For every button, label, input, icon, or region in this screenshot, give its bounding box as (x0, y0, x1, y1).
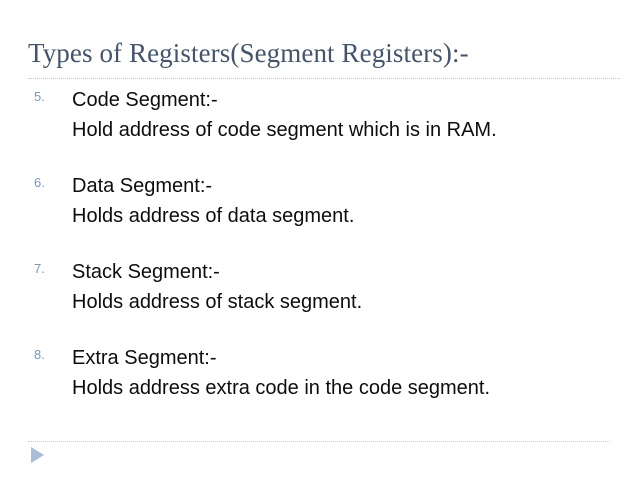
list-item-number: 5. (34, 89, 45, 104)
play-triangle-icon[interactable] (31, 447, 44, 463)
list-item-body: Code Segment:- Hold address of code segm… (72, 85, 630, 145)
list-item-description: Holds address extra code in the code seg… (72, 377, 491, 399)
slide-title-block: Types of Registers(Segment Registers):- (28, 36, 620, 70)
list-item-heading: Extra Segment:- (72, 347, 217, 369)
list-item-body: Data Segment:- Holds address of data seg… (72, 171, 630, 231)
list-item: 5. Code Segment:- Hold address of code s… (30, 85, 630, 145)
list-item: 6. Data Segment:- Holds address of data … (30, 171, 630, 231)
list-item-description: Holds address of stack segment. (72, 291, 363, 313)
list-item-body: Extra Segment:- Holds address extra code… (72, 343, 630, 403)
list-item-body: Stack Segment:- Holds address of stack s… (72, 257, 630, 317)
list-item-heading: Code Segment:- (72, 89, 218, 111)
title-divider (28, 78, 620, 80)
list-item-heading: Data Segment:- (72, 175, 213, 197)
list-item: 7. Stack Segment:- Holds address of stac… (30, 257, 630, 317)
footer-divider (28, 441, 610, 443)
list-item-description: Hold address of code segment which is in… (72, 119, 497, 141)
list-item-number: 8. (34, 347, 45, 362)
list-item-heading: Stack Segment:- (72, 261, 220, 283)
list-item-number: 6. (34, 175, 45, 190)
list-item: 8. Extra Segment:- Holds address extra c… (30, 343, 630, 403)
list-item-number: 7. (34, 261, 45, 276)
page-title: Types of Registers(Segment Registers):- (28, 38, 469, 68)
segment-registers-list: 5. Code Segment:- Hold address of code s… (30, 85, 630, 403)
list-item-description: Holds address of data segment. (72, 205, 355, 227)
